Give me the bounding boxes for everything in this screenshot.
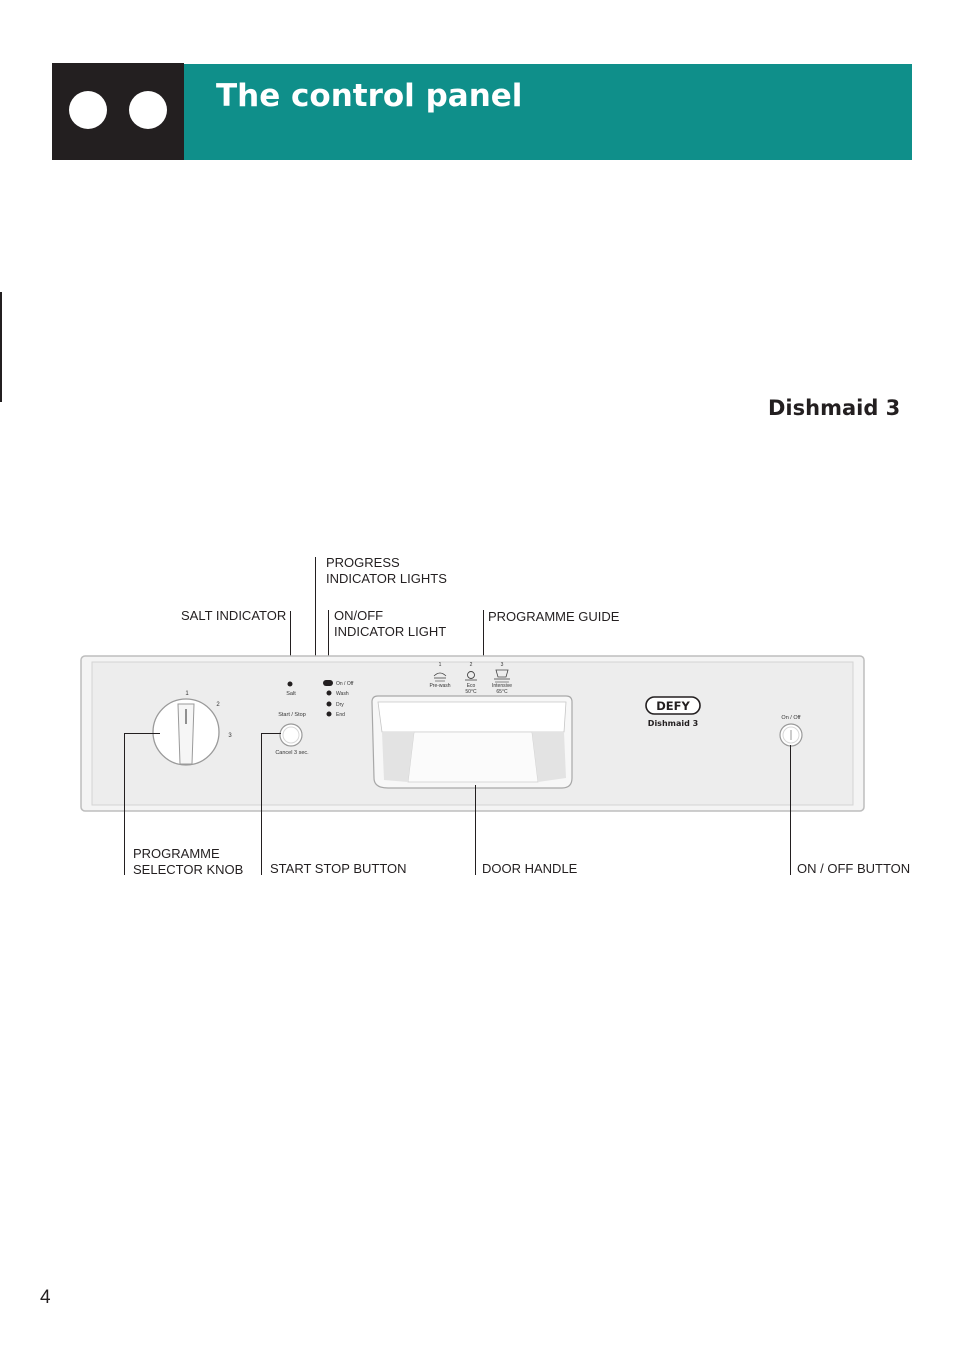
programme-number: 1	[439, 662, 442, 668]
start-stop-button[interactable]	[279, 723, 303, 747]
knob-position-label: 2	[216, 702, 220, 708]
start-stop-label: Start / Stop	[278, 712, 306, 718]
intensive-icon	[494, 669, 510, 683]
circle-icon	[129, 91, 167, 129]
onoff-light-leader-line	[328, 610, 329, 684]
start-stop-leader-line	[261, 733, 262, 875]
callout-line: INDICATOR LIGHTS	[326, 571, 447, 586]
programme-temp: 65°C	[496, 689, 508, 695]
callout-line: SELECTOR KNOB	[133, 862, 244, 877]
door-handle-callout: DOOR HANDLE	[482, 861, 578, 876]
programme-guide-leader-line	[483, 610, 484, 678]
programme-name: Eco	[467, 683, 476, 689]
power-leader-line	[790, 745, 791, 875]
onoff-button-callout: ON / OFF BUTTON	[797, 861, 911, 876]
control-panel-drawing: 1 2 3 Salt On / Off Wash Dry End Start /…	[80, 655, 865, 812]
power-button[interactable]	[779, 723, 803, 747]
callout-line: ON/OFF	[334, 608, 384, 623]
callout-line: PROGRESS	[326, 555, 400, 570]
wash-indicator-light	[326, 690, 332, 696]
margin-rule	[0, 292, 2, 402]
programme-name: Intensive	[492, 683, 512, 689]
knob-callout: PROGRAMME SELECTOR KNOB	[133, 846, 243, 878]
door-handle-leader-line	[475, 785, 476, 875]
salt-indicator-callout: SALT INDICATOR	[181, 608, 287, 623]
start-stop-leader-line	[261, 733, 281, 734]
knob-leader-line	[124, 733, 125, 875]
header-icon-block	[52, 63, 184, 160]
header-band	[184, 64, 912, 160]
dry-indicator-light	[326, 701, 332, 707]
start-stop-callout: START STOP BUTTON	[270, 861, 407, 876]
cancel-label: Cancel 3 sec.	[275, 750, 309, 756]
salt-leader-line	[290, 611, 291, 683]
indicator-label: End	[336, 712, 345, 718]
callout-line: INDICATOR LIGHT	[334, 624, 447, 639]
programme-guide-callout: PROGRAMME GUIDE	[488, 609, 620, 624]
programme-knob[interactable]	[152, 698, 220, 766]
callout-line: PROGRAMME	[133, 846, 220, 861]
programme-temp: 50°C	[465, 689, 477, 695]
page-title: The control panel	[216, 78, 523, 114]
salt-indicator-light	[287, 681, 293, 687]
power-label: On / Off	[781, 715, 801, 721]
indicator-label: Dry	[336, 702, 344, 708]
eco-icon	[465, 671, 477, 681]
programme-number: 2	[470, 662, 473, 668]
svg-text:DEFY: DEFY	[656, 699, 690, 713]
defy-logo: DEFY Dishmaid 3	[645, 696, 701, 728]
programme-name: Pre-wash	[429, 683, 450, 689]
svg-text:Dishmaid 3: Dishmaid 3	[648, 719, 698, 728]
model-heading: Dishmaid 3	[768, 396, 901, 420]
circle-icon	[69, 91, 107, 129]
onoff-indicator-light	[323, 680, 333, 686]
door-handle[interactable]	[371, 695, 573, 789]
end-indicator-light	[326, 711, 332, 717]
indicator-label: On / Off	[336, 681, 354, 687]
knob-leader-line	[124, 733, 160, 734]
progress-leader-line	[315, 557, 316, 715]
salt-label: Salt	[286, 691, 296, 697]
progress-lights-callout: PROGRESS INDICATOR LIGHTS	[326, 555, 447, 587]
page-number: 4	[40, 1287, 51, 1308]
programme-number: 3	[501, 662, 504, 668]
indicator-label: Wash	[336, 691, 349, 697]
prewash-icon	[433, 672, 447, 682]
onoff-light-callout: ON/OFF INDICATOR LIGHT	[334, 608, 446, 640]
knob-position-label: 3	[228, 733, 232, 739]
knob-position-label: 1	[185, 691, 189, 697]
